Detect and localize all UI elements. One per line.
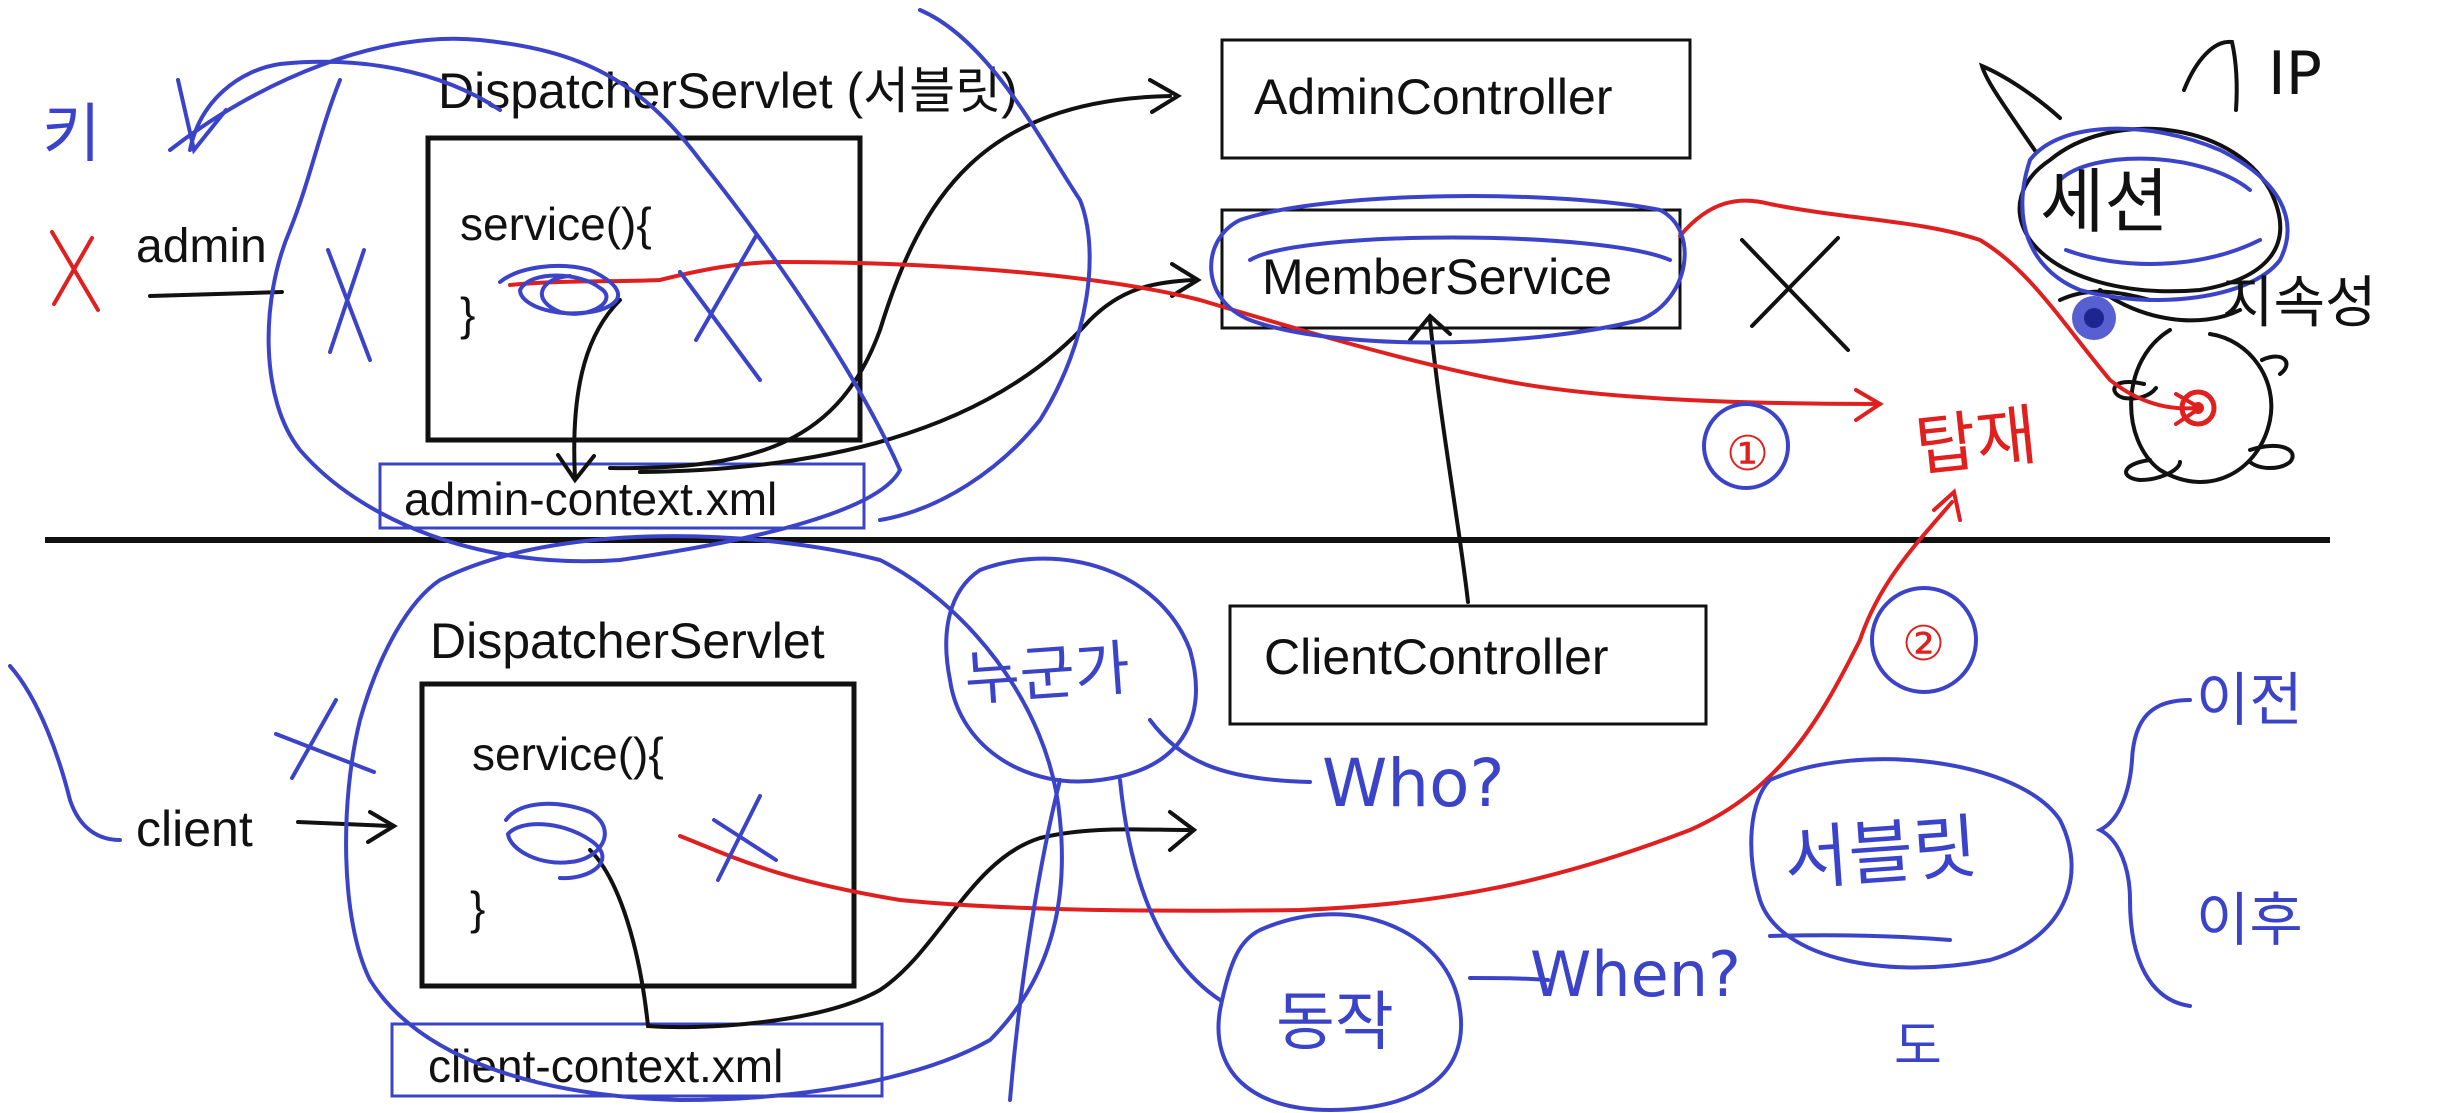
client-controller-label: ClientController <box>1264 629 1609 685</box>
client-servlet-title: DispatcherServlet <box>430 613 825 669</box>
admin-context-box <box>378 462 866 530</box>
servlet-label: 서블릿 <box>1781 806 1979 901</box>
client-service-open: service(){ <box>472 728 664 780</box>
ki-label: 키 <box>42 98 101 172</box>
who-korean-label: 누군가 <box>962 634 1132 715</box>
client-servlet-box <box>419 681 857 989</box>
session-label: 세션 <box>2040 161 2169 243</box>
persistence-label: 지속성 <box>2222 271 2377 336</box>
ip-label: IP <box>2268 39 2322 109</box>
admin-controller-label: AdminController <box>1254 69 1612 125</box>
client-label: client <box>136 801 253 857</box>
action-label: 동작 <box>1276 986 1394 1060</box>
black-arrows <box>148 39 2295 1030</box>
admin-context-label: admin-context.xml <box>404 473 777 525</box>
before-label: 이전 <box>2196 666 2303 734</box>
cat-red-dot <box>2179 389 2217 427</box>
admin-servlet-title: DispatcherServlet (서블릿) <box>438 63 1018 119</box>
admin-servlet-box <box>425 135 863 443</box>
member-service-label: MemberService <box>1262 249 1612 305</box>
admin-controller-box <box>1220 38 1692 160</box>
admin-label: admin <box>136 220 267 273</box>
do-label: 도 <box>1894 1017 1942 1077</box>
who-label: Who? <box>1322 745 1505 822</box>
red-paths <box>50 198 2204 913</box>
blue-scribbles <box>8 8 2290 1113</box>
admin-service-close: } <box>460 288 475 340</box>
when-label: When? <box>1530 938 1741 1011</box>
circle-1-label: ① <box>1726 426 1769 482</box>
admin-service-open: service(){ <box>460 198 652 250</box>
loading-label: 탑재 <box>1912 397 2041 486</box>
circle-2-label: ② <box>1902 616 1945 672</box>
client-service-close: } <box>470 882 485 934</box>
after-label: 이후 <box>2196 886 2303 954</box>
member-service-box <box>1220 208 1682 330</box>
client-controller-box <box>1228 604 1708 726</box>
